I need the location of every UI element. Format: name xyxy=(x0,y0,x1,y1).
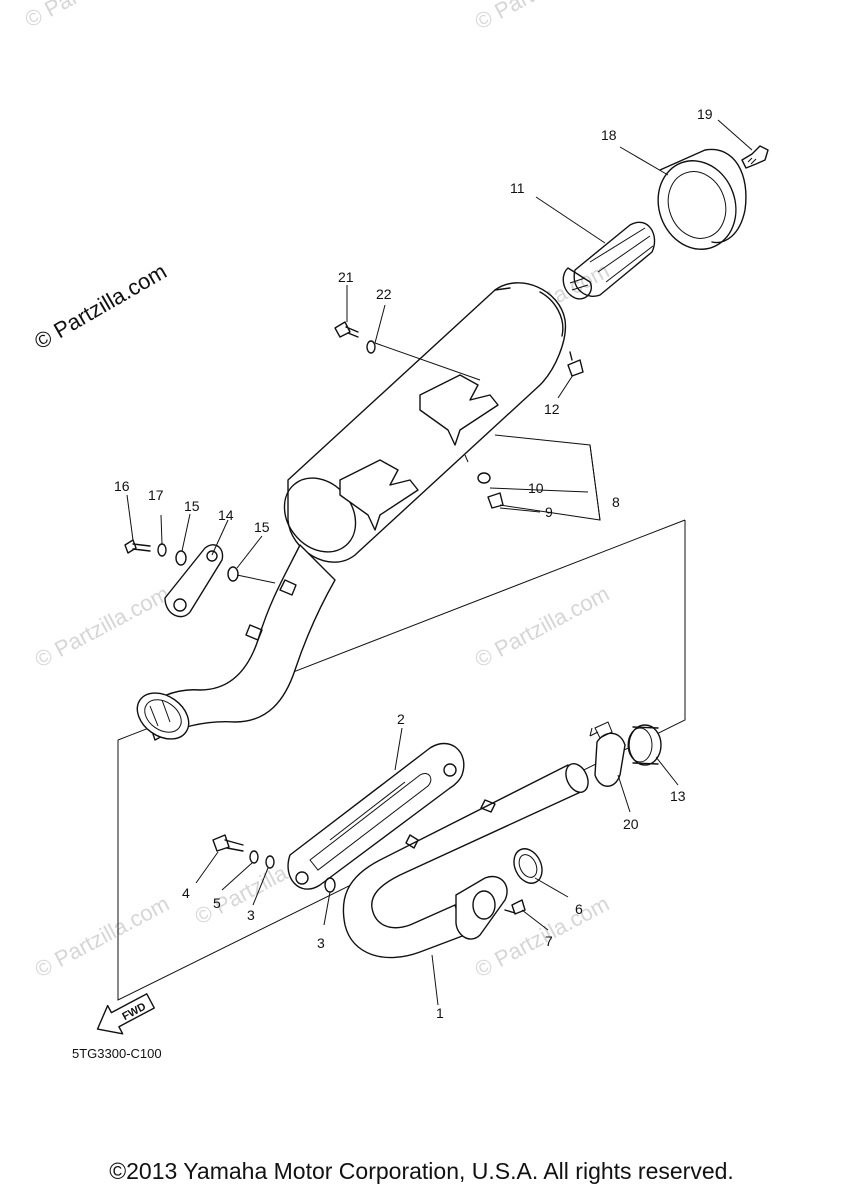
callout-21: 21 xyxy=(338,269,354,285)
callout-16: 16 xyxy=(114,478,130,494)
fwd-label: FWD xyxy=(120,1001,148,1023)
callout-7: 7 xyxy=(545,933,553,949)
callout-22: 22 xyxy=(376,286,392,302)
bolt-19 xyxy=(741,145,769,169)
watermark-low-left: © Partzilla.com xyxy=(31,891,174,983)
end-cap-part xyxy=(657,148,747,250)
hardware xyxy=(124,321,584,582)
callout-8: 8 xyxy=(612,494,620,510)
copyright-notice: ©2013 Yamaha Motor Corporation, U.S.A. A… xyxy=(109,1158,734,1184)
clamp-20 xyxy=(589,721,626,787)
callout-10: 10 xyxy=(528,480,544,496)
watermark-top-right: © Partzilla.com xyxy=(471,0,614,34)
diagram-code: 5TG3300-C100 xyxy=(72,1046,162,1061)
callout-17: 17 xyxy=(148,487,164,503)
bracket-14 xyxy=(164,544,224,618)
partzilla-watermark: © Partzilla.com xyxy=(30,259,171,355)
leader-lines xyxy=(126,119,753,1006)
callout-19: 19 xyxy=(697,106,713,122)
watermark-top-left: © Partzilla.com xyxy=(21,0,164,32)
callout-13: 13 xyxy=(670,788,686,804)
callout-12: 12 xyxy=(544,401,560,417)
muffler-part xyxy=(283,282,567,563)
heat-protector-part xyxy=(287,742,465,890)
gasket-13 xyxy=(627,724,662,766)
callout-4: 4 xyxy=(182,885,190,901)
callout-14: 14 xyxy=(218,507,234,523)
callout-2: 2 xyxy=(397,711,405,727)
spark-arrester-part xyxy=(562,221,656,300)
callout-1: 1 xyxy=(436,1005,444,1021)
callout-11: 11 xyxy=(510,180,525,196)
callout-18: 18 xyxy=(601,127,617,143)
callout-15-right: 15 xyxy=(254,519,270,535)
callout-15-left: 15 xyxy=(184,498,200,514)
exhaust-header-pipe xyxy=(342,763,589,959)
watermark-mid-left: © Partzilla.com xyxy=(31,581,174,673)
callout-labels: 1 2 3 3 4 5 6 7 8 9 10 11 12 13 14 15 15… xyxy=(114,106,713,1021)
callout-5: 5 xyxy=(213,895,221,911)
callout-3-right: 3 xyxy=(317,935,325,951)
fwd-arrow-icon: FWD xyxy=(96,993,155,1035)
callout-6: 6 xyxy=(575,901,583,917)
callout-9: 9 xyxy=(545,504,553,520)
flange-and-gasket xyxy=(455,848,543,940)
callout-20: 20 xyxy=(623,816,639,832)
muffler-inlet-pipe xyxy=(136,544,336,741)
callout-3-left: 3 xyxy=(247,907,255,923)
